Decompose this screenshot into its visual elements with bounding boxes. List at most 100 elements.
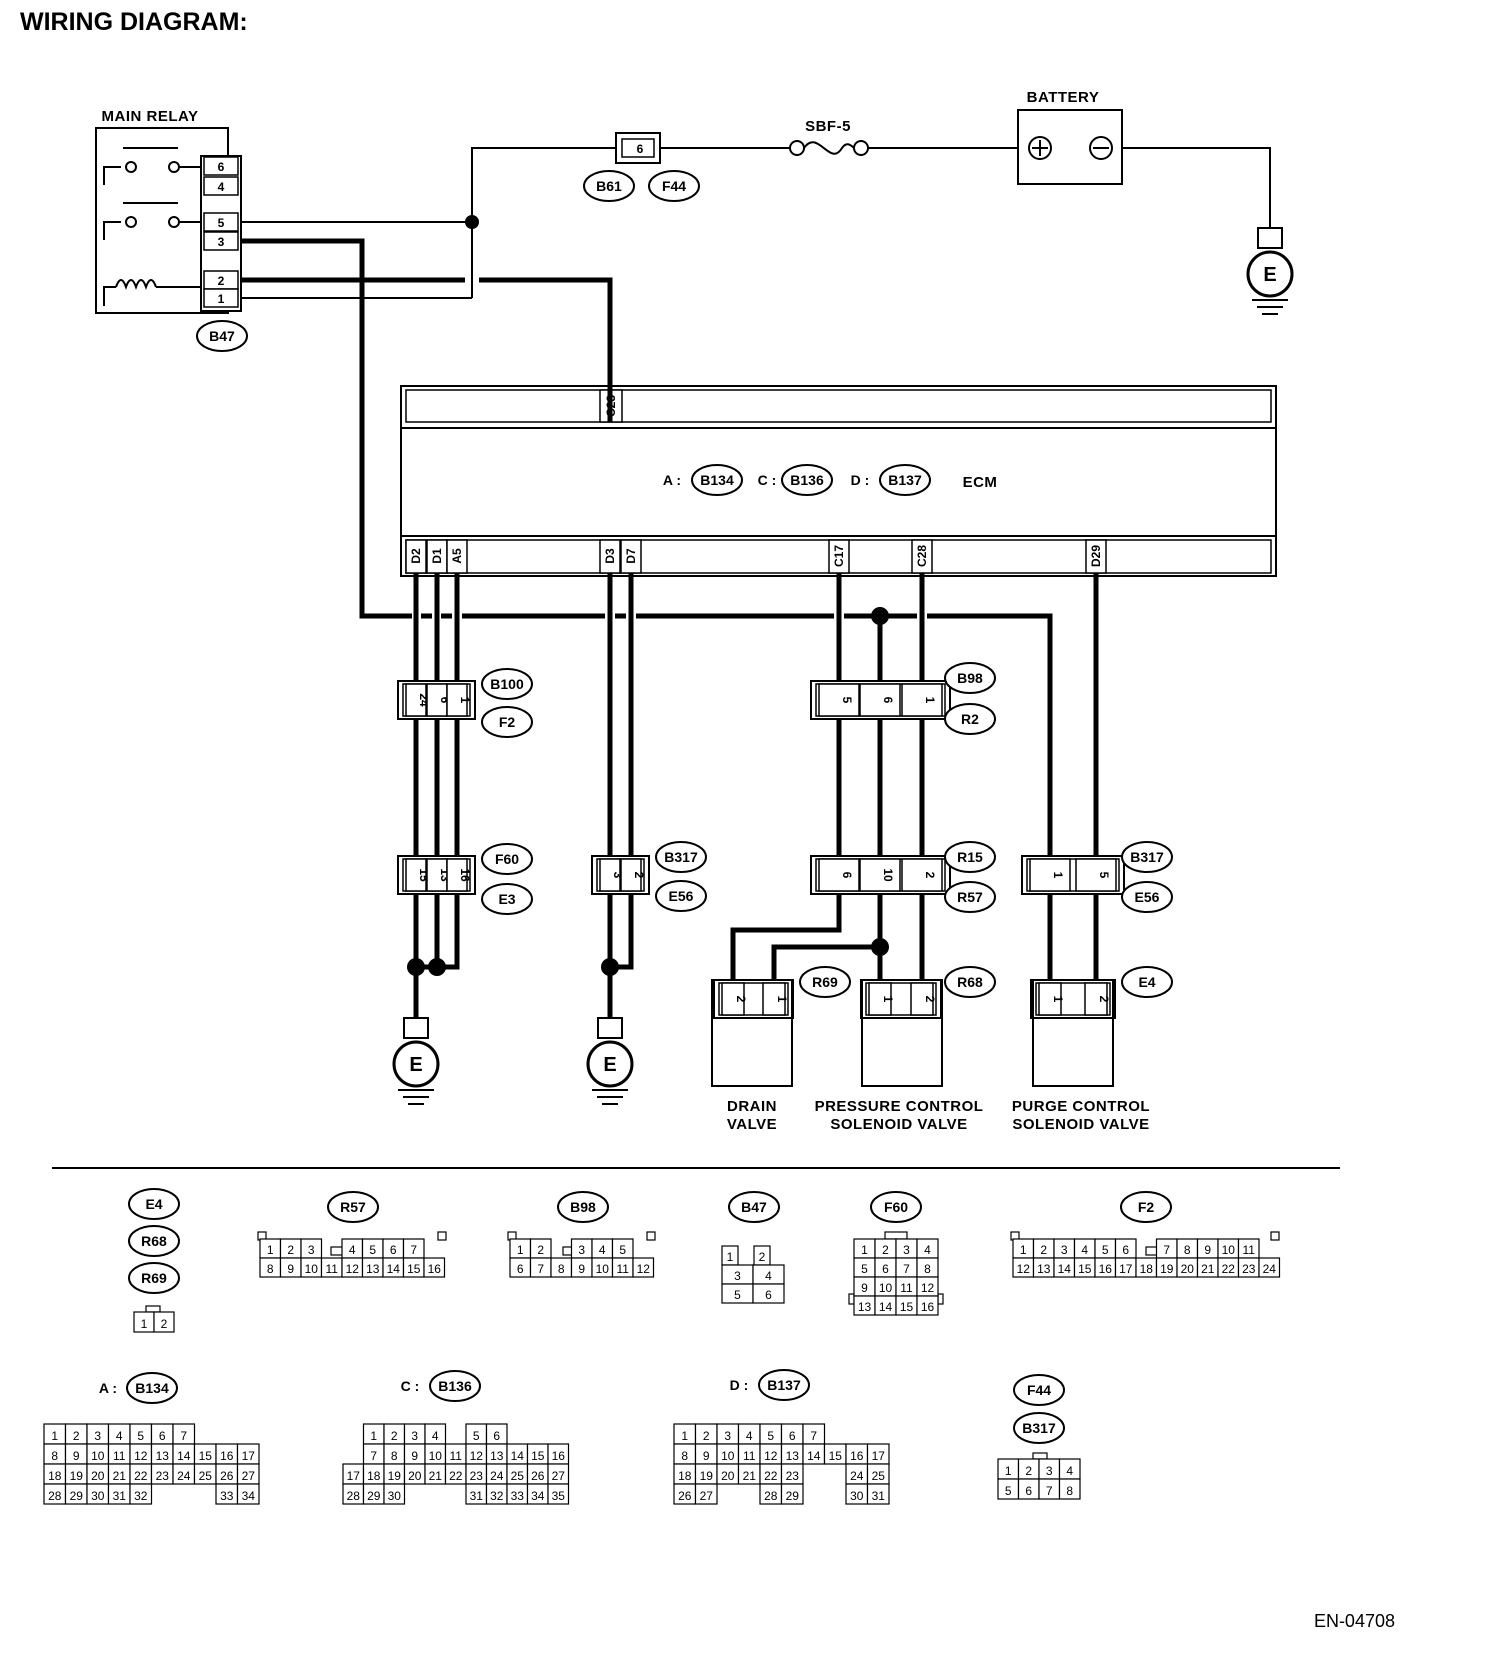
legend-cell-label: 6 bbox=[789, 1429, 796, 1443]
tag-label: B136 bbox=[790, 472, 824, 488]
pin-cell bbox=[762, 982, 786, 1016]
tag-outline bbox=[327, 1191, 379, 1223]
tag-outline bbox=[879, 464, 931, 496]
legend-cell-label: 2 bbox=[287, 1243, 294, 1257]
pin-label: 2 bbox=[734, 996, 748, 1003]
legend-cell-label: 15 bbox=[829, 1449, 843, 1463]
legend-cell-label: 18 bbox=[367, 1469, 381, 1483]
legend-cell-label: 7 bbox=[180, 1429, 187, 1443]
wire-drain-2 bbox=[730, 894, 842, 983]
tag-outline bbox=[128, 1188, 180, 1220]
ground-lug bbox=[597, 1017, 623, 1039]
relay-coil bbox=[115, 279, 157, 290]
ground-1: E bbox=[392, 1017, 440, 1105]
ecm-tag-a: B134 bbox=[691, 464, 743, 496]
wire-relay3-bus bbox=[241, 238, 412, 619]
legend-cell-label: 6 bbox=[493, 1429, 500, 1443]
legend-cell-label: 17 bbox=[347, 1469, 361, 1483]
legend-cell-label: 21 bbox=[429, 1469, 443, 1483]
junction-dot bbox=[428, 958, 446, 976]
pin-label: 3 bbox=[611, 872, 625, 879]
pin-cell bbox=[818, 858, 860, 892]
tag-outline bbox=[1120, 1191, 1172, 1223]
legend-key bbox=[1032, 1452, 1048, 1460]
tag-outline bbox=[429, 1370, 481, 1402]
tag-e56-left: E56 bbox=[655, 880, 707, 912]
legend-cell bbox=[129, 1483, 153, 1505]
legend-cell-label: 13 bbox=[858, 1300, 872, 1314]
legend-cell-label: 9 bbox=[73, 1449, 80, 1463]
ecm-terminal-a5: A5 bbox=[450, 548, 464, 564]
tag-outline bbox=[870, 1191, 922, 1223]
tag-label: F60 bbox=[495, 851, 519, 867]
legend-d-prefix: D : bbox=[730, 1377, 749, 1393]
legend-cell-label: 4 bbox=[1066, 1464, 1073, 1478]
ground-circle bbox=[1246, 250, 1294, 298]
ecm-terminal-d1: D1 bbox=[430, 548, 444, 564]
tag-outline bbox=[481, 843, 533, 875]
tag-label: B47 bbox=[209, 328, 235, 344]
ecm-terminal-c17: C17 bbox=[832, 545, 846, 567]
pin-cell bbox=[721, 982, 745, 1016]
tag-b47: B47 bbox=[196, 320, 248, 352]
legend-cell-label: 4 bbox=[432, 1429, 439, 1443]
pin-cell bbox=[620, 858, 642, 892]
legend-cell-label: 12 bbox=[921, 1281, 935, 1295]
legend-cell-label: 12 bbox=[764, 1449, 778, 1463]
relay-pin-label: 3 bbox=[218, 235, 225, 249]
junction-dot bbox=[601, 958, 619, 976]
tag-outline bbox=[1121, 966, 1173, 998]
legend-cell-label: 3 bbox=[734, 1269, 741, 1283]
legend-cell-label: 20 bbox=[408, 1469, 422, 1483]
legend-cell-label: 2 bbox=[161, 1317, 168, 1331]
tag-outline bbox=[481, 883, 533, 915]
legend-cell-label: 31 bbox=[470, 1489, 484, 1503]
legend-key bbox=[1270, 1231, 1280, 1241]
legend-cell-label: 30 bbox=[388, 1489, 402, 1503]
wire-drain-1 bbox=[771, 944, 880, 983]
legend-cell-label: 34 bbox=[531, 1489, 545, 1503]
legend-cell-label: 25 bbox=[511, 1469, 525, 1483]
pin-label: 1 bbox=[923, 697, 937, 704]
legend-cell-label: 8 bbox=[681, 1449, 688, 1463]
tag-f2: F2 bbox=[481, 706, 533, 738]
legend-cell-label: 27 bbox=[552, 1469, 566, 1483]
legend-cell-label: 16 bbox=[220, 1449, 234, 1463]
tag-outline bbox=[481, 706, 533, 738]
tag-label: B134 bbox=[700, 472, 734, 488]
legend-cell-label: 14 bbox=[177, 1449, 191, 1463]
relay-contact bbox=[125, 216, 137, 228]
tag-outline bbox=[944, 841, 996, 873]
relay-switch-line bbox=[103, 166, 121, 185]
tag-b100: B100 bbox=[481, 668, 533, 700]
tag-outline bbox=[481, 668, 533, 700]
legend-cell-label: 10 bbox=[305, 1262, 319, 1276]
legend-cell-label: 24 bbox=[850, 1469, 864, 1483]
legend-cell-label: 11 bbox=[617, 1262, 630, 1276]
ecm-tag-d: B137 bbox=[879, 464, 931, 496]
ground-lug bbox=[403, 1017, 429, 1039]
ground-lug bbox=[1257, 227, 1283, 249]
legend-cell-label: 5 bbox=[734, 1288, 741, 1302]
relay-pin-label: 1 bbox=[218, 292, 225, 306]
legend-cell-label: 15 bbox=[531, 1449, 545, 1463]
purge-control-valve-label: SOLENOID VALVE bbox=[1012, 1116, 1149, 1133]
legend-cell-label: 9 bbox=[861, 1281, 868, 1295]
legend-cell-label: 13 bbox=[1037, 1262, 1051, 1276]
legend-cell-label: 2 bbox=[1025, 1464, 1032, 1478]
legend-cell-label: 8 bbox=[1066, 1484, 1073, 1498]
legend-cell-label: 21 bbox=[113, 1469, 127, 1483]
ecm-d-prefix: D : bbox=[851, 472, 870, 488]
drain-valve-label: DRAIN bbox=[727, 1098, 777, 1115]
